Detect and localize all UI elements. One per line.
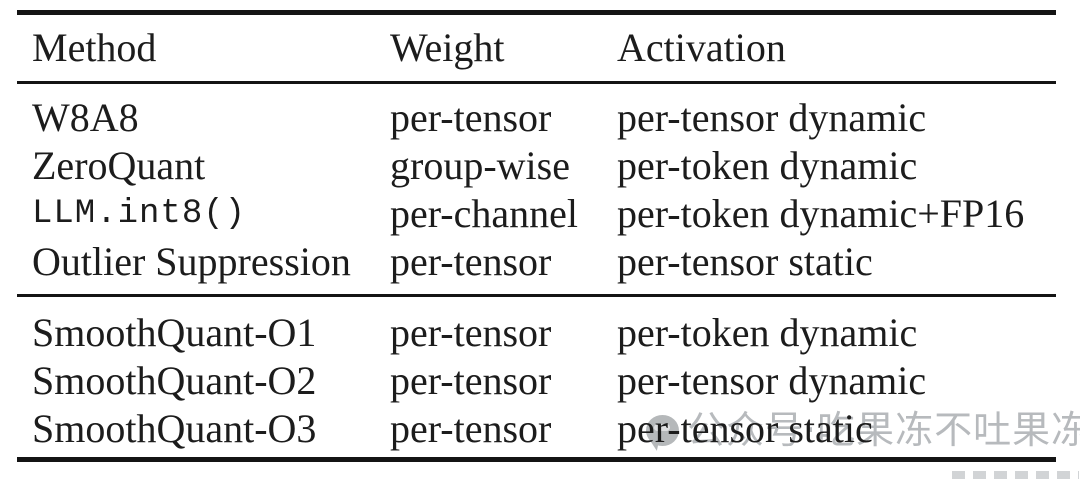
header-rule: [17, 81, 1056, 84]
table-row: SmoothQuant-O2 per-tensor per-tensor dyn…: [17, 357, 1056, 405]
table-row: LLM.int8() per-channel per-token dynamic…: [17, 190, 1056, 238]
activation-cell: per-tensor static: [617, 239, 873, 284]
activation-cell: per-tensor dynamic: [617, 95, 927, 140]
table-row: SmoothQuant-O1 per-tensor per-token dyna…: [17, 309, 1056, 357]
method-cell: W8A8: [32, 95, 139, 140]
table-row: W8A8 per-tensor per-tensor dynamic: [17, 94, 1056, 142]
watermark-text: 公众号·吃果冻不吐果冻皮: [687, 408, 1080, 452]
activation-cell: per-tensor static: [617, 406, 873, 451]
column-header-weight: Weight: [390, 25, 505, 70]
table-row: SmoothQuant-O3 per-tensor per-tensor sta…: [17, 405, 1056, 453]
weight-cell: per-tensor: [390, 358, 552, 403]
activation-cell: per-token dynamic+FP16: [617, 191, 1025, 236]
method-cell: ZeroQuant: [32, 143, 206, 188]
weight-cell: group-wise: [390, 143, 570, 188]
weight-cell: per-tensor: [390, 310, 552, 355]
column-header-activation: Activation: [617, 25, 786, 70]
activation-cell: per-token dynamic: [617, 143, 918, 188]
weight-cell: per-channel: [390, 191, 578, 236]
method-cell: SmoothQuant-O3: [32, 406, 317, 451]
method-cell: LLM.int8(): [32, 195, 247, 233]
top-rule: [17, 10, 1056, 15]
activation-cell: per-tensor dynamic: [617, 358, 927, 403]
table-header-row: Method Weight Activation: [17, 15, 1056, 81]
table-row: Outlier Suppression per-tensor per-tenso…: [17, 238, 1056, 286]
weight-cell: per-tensor: [390, 95, 552, 140]
weight-cell: per-tensor: [390, 406, 552, 451]
activation-cell: per-token dynamic: [617, 310, 918, 355]
wechat-bubble-icon: [646, 414, 679, 446]
column-header-method: Method: [32, 25, 157, 70]
method-cell: SmoothQuant-O2: [32, 358, 317, 403]
smoothquant-methods-group: SmoothQuant-O1 per-tensor per-token dyna…: [17, 297, 1056, 457]
weight-cell: per-tensor: [390, 239, 552, 284]
table-row: ZeroQuant group-wise per-token dynamic: [17, 142, 1056, 190]
cropped-watermark-fragment: [952, 471, 1079, 479]
baseline-methods-group: W8A8 per-tensor per-tensor dynamic ZeroQ…: [17, 84, 1056, 294]
group-separator-rule: [17, 294, 1056, 297]
method-cell: SmoothQuant-O1: [32, 310, 317, 355]
quantization-methods-table: Method Weight Activation W8A8 per-tensor…: [17, 10, 1056, 462]
watermark: 公众号·吃果冻不吐果冻皮: [646, 406, 1080, 454]
method-cell: Outlier Suppression: [32, 239, 351, 284]
bottom-rule: [17, 457, 1056, 462]
